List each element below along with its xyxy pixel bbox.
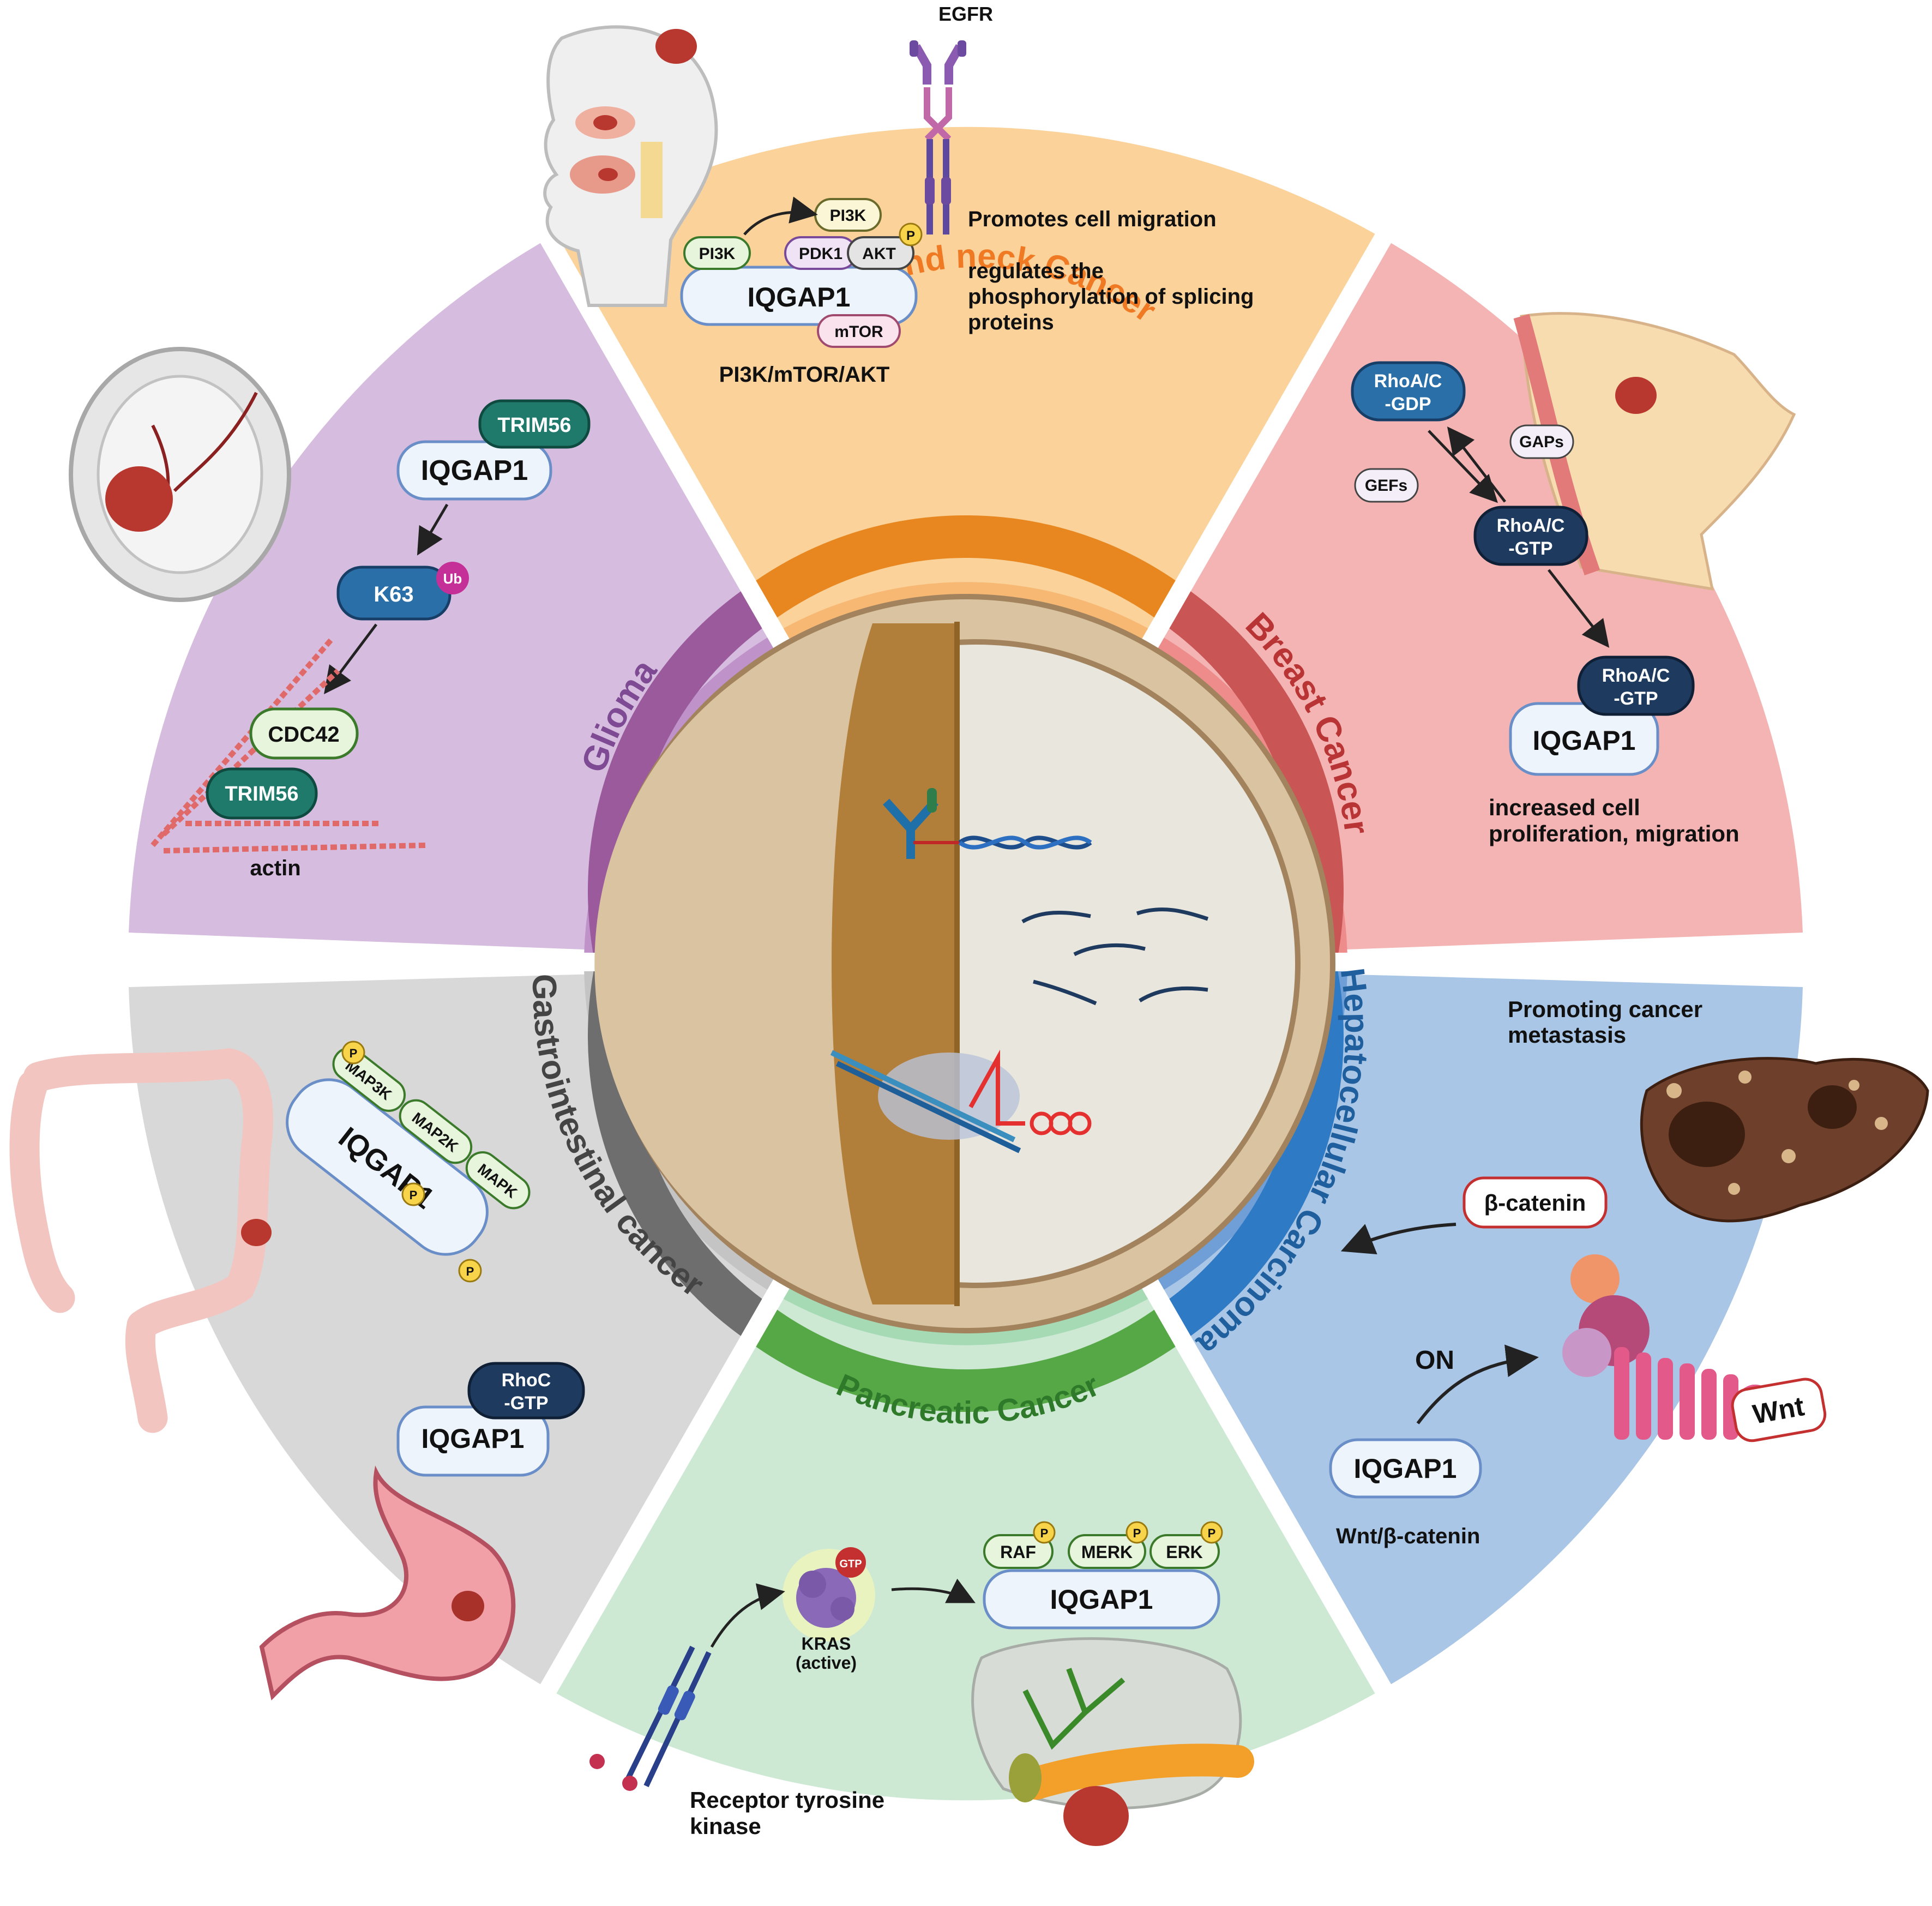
wnt-pill: Wnt (1731, 1378, 1827, 1442)
pancreas-iqgap1-complex: IQGAP1 RAF P MERK P ERK P (983, 1521, 1223, 1630)
svg-text:β-catenin: β-catenin (1484, 1190, 1586, 1216)
gtp-to-gdp-arrow (1447, 426, 1506, 503)
rhoc-label-1: RhoC (502, 1370, 551, 1391)
svg-text:RhoA/C: RhoA/C (1497, 515, 1565, 536)
svg-text:P: P (1208, 1526, 1216, 1540)
rho-gdp-pill: RhoA/C -GDP (1351, 361, 1466, 422)
iqgap1-to-k63-arrow (417, 503, 449, 556)
head-neck-splicing-text-2: phosphorylation of splicing (968, 285, 1254, 309)
rhoc-label-2: -GTP (504, 1393, 548, 1414)
k63-to-cdc42-arrow (324, 623, 377, 694)
svg-text:RhoA/C: RhoA/C (1602, 665, 1670, 686)
svg-text:P: P (1040, 1526, 1049, 1540)
kras-label-2: (active) (796, 1653, 857, 1673)
k63-pill: K63 Ub (336, 562, 469, 621)
beta-catenin-arrow (1340, 1223, 1456, 1255)
pi3k-left-label: PI3K (699, 245, 736, 263)
wnt-beta-catenin-label: Wnt/β-catenin (1336, 1524, 1480, 1548)
head-neck-iqgap1-label: IQGAP1 (748, 282, 851, 312)
breast-iqgap1-complex: IQGAP1 RhoA/C -GTP (1509, 656, 1695, 776)
merk-label: MERK (1081, 1542, 1133, 1562)
actin-label: actin (250, 856, 300, 880)
pdk1-label: PDK1 (799, 245, 842, 263)
liver-header-2: metastasis (1508, 1022, 1626, 1048)
egfr-label: EGFR (938, 3, 993, 25)
kras-label-1: KRAS (802, 1634, 851, 1654)
liver-header-1: Promoting cancer (1508, 996, 1702, 1022)
gi-iqgap1-2-label: IQGAP1 (422, 1423, 525, 1454)
svg-text:-GTP: -GTP (1614, 688, 1658, 709)
rho-gtp-pill: RhoA/C -GTP (1473, 506, 1588, 566)
svg-text:RhoA/C: RhoA/C (1374, 371, 1442, 392)
head-neck-iqgap1-complex: IQGAP1 PI3K PDK1 AKT P PI3K mTOR (680, 196, 923, 348)
rtk-to-kras-arrow (710, 1583, 785, 1648)
actin-filaments-icon (151, 636, 426, 853)
head-illustration (543, 25, 718, 307)
akt-phospho-label: P (906, 229, 915, 243)
glioma-iqgap1-label: IQGAP1 (421, 455, 528, 486)
svg-text:IQGAP1: IQGAP1 (1354, 1453, 1457, 1484)
crispr-complex-icon (830, 1049, 1092, 1153)
svg-text:P: P (350, 1047, 358, 1060)
head-neck-migration-text: Promotes cell migration (968, 207, 1217, 231)
svg-text:GAPs: GAPs (1519, 433, 1564, 451)
pi3k-mtor-akt-label: PI3K/mTOR/AKT (719, 363, 890, 387)
gdp-to-gtp-arrow (1428, 430, 1498, 503)
gtp-label: GTP (839, 1558, 862, 1570)
beta-catenin-pill: β-catenin (1462, 1176, 1608, 1229)
pancreas-liver-illustration (971, 1637, 1254, 1846)
wnt-on-arrow (1416, 1344, 1539, 1424)
liver-tumor-illustration (1640, 1057, 1929, 1223)
gaps-pill: GAPs (1509, 424, 1574, 459)
trim56-bottom-pill: TRIM56 (206, 767, 318, 820)
antibody-dna-icon (883, 788, 1092, 859)
gi-rhoc-complex: IQGAP1 RhoC -GTP (396, 1362, 585, 1477)
rtk-label-1: Receptor tyrosine (690, 1787, 884, 1813)
ub-label: Ub (443, 570, 462, 587)
rna-strands-icon (1021, 907, 1209, 1006)
kras-to-iqgap1-arrow (891, 1578, 976, 1603)
stomach-illustration (259, 1465, 516, 1700)
head-neck-splicing-text-3: proteins (968, 310, 1054, 334)
svg-text:-GDP: -GDP (1385, 394, 1431, 414)
svg-text:P: P (1133, 1526, 1141, 1540)
glioma-iqgap1-complex: IQGAP1 TRIM56 (396, 399, 591, 501)
k63-label: K63 (374, 582, 413, 606)
egfr-receptor-icon (910, 40, 966, 235)
raf-label: RAF (1000, 1542, 1036, 1562)
svg-text:P: P (410, 1188, 418, 1202)
colon-illustration (9, 1048, 273, 1433)
akt-label: AKT (862, 245, 896, 263)
colon-tumor-icon (241, 1219, 272, 1246)
trim56-top-label: TRIM56 (497, 414, 571, 437)
svg-text:IQGAP1: IQGAP1 (1533, 725, 1636, 756)
cdc42-label: CDC42 (268, 723, 339, 747)
trim56-bottom-label: TRIM56 (225, 783, 298, 805)
liver-iqgap1-pill: IQGAP1 (1329, 1438, 1482, 1499)
central-cell (594, 594, 1335, 1333)
rtk-label-2: kinase (690, 1813, 761, 1839)
breast-outcome-text-2: proliferation, migration (1489, 821, 1740, 846)
svg-text:-GTP: -GTP (1508, 538, 1552, 559)
breast-outcome-text-1: increased cell (1489, 795, 1640, 820)
gtp-to-iqgap1-arrow (1548, 569, 1610, 648)
pi3k-top-label: PI3K (830, 207, 866, 225)
head-neck-splicing-text-1: regulates the (968, 259, 1104, 283)
erk-label: ERK (1166, 1542, 1203, 1562)
kras-protein-icon: GTP (783, 1547, 875, 1642)
gefs-pill: GEFs (1354, 468, 1419, 503)
svg-text:GEFs: GEFs (1365, 477, 1407, 495)
rtk-receptor-icon (589, 1645, 712, 1791)
svg-text:P: P (466, 1265, 474, 1278)
cdc42-pill: CDC42 (249, 707, 359, 760)
mtor-label: mTOR (834, 323, 883, 341)
brain-illustration (69, 347, 291, 602)
gi-mapk-complex: IQGAP1 MAP3K MAP2K MAPK P P P (286, 1041, 531, 1283)
svg-text:IQGAP1: IQGAP1 (1050, 1584, 1153, 1615)
frizzled-receptor-icon (1562, 1254, 1779, 1440)
on-label: ON (1415, 1346, 1454, 1375)
